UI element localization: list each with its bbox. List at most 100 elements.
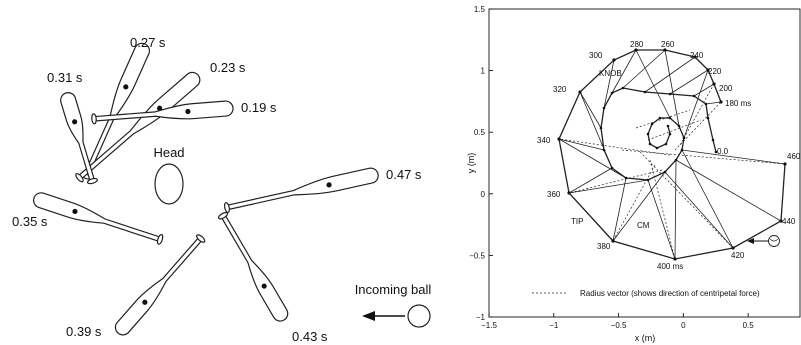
y-tick-label: 1 — [481, 67, 486, 76]
bat — [60, 92, 98, 185]
bat — [80, 42, 150, 180]
radius-vector — [612, 164, 656, 242]
x-tick-label: 0 — [681, 321, 686, 330]
tip-time-label: 280 — [630, 40, 644, 49]
tip-time-label: 420 — [731, 251, 745, 260]
tip-time-label: 300 — [589, 51, 603, 60]
tip-point — [719, 100, 723, 104]
knob-point — [682, 136, 686, 140]
bat — [217, 211, 289, 322]
incoming-ball-label: Incoming ball — [355, 282, 432, 297]
bat-position-line — [683, 69, 709, 139]
tip-time-label: 260 — [661, 40, 675, 49]
tip-time-label: 400 ms — [657, 262, 683, 271]
radius-vector — [647, 119, 702, 141]
bat — [75, 71, 201, 183]
bat-center-of-mass-dot — [185, 108, 191, 115]
knob-point — [668, 116, 672, 120]
bat-time-label: 0.43 s — [292, 329, 328, 344]
tip-time-label: 460 — [787, 152, 801, 161]
head-label: Head — [153, 145, 184, 160]
tip-point — [693, 55, 697, 59]
bat-position-line — [664, 49, 680, 127]
y-tick-label: 0 — [481, 190, 486, 199]
tip-and-knob-paths — [557, 48, 787, 261]
knob-label: KNOB — [599, 69, 622, 78]
tip-label: TIP — [571, 217, 583, 226]
tip-point — [634, 48, 638, 52]
tip-time-label: 320 — [553, 85, 567, 94]
tip-time-label: 200 — [719, 84, 733, 93]
tip-point — [731, 246, 735, 250]
bat-knob — [217, 211, 229, 220]
bat-time-label: 0.35 s — [12, 214, 48, 229]
bat-position-line — [568, 167, 613, 194]
tip-time-label: 440 — [782, 217, 796, 226]
knob-point — [666, 124, 670, 128]
bat-body — [77, 71, 201, 180]
bat — [33, 192, 164, 245]
bat-spokes — [558, 49, 786, 260]
knob-point — [677, 124, 681, 128]
y-tick-label: 0.5 — [474, 128, 486, 137]
bat-position-line — [674, 159, 677, 260]
tip-time-label: 340 — [537, 136, 551, 145]
knob-point — [599, 126, 603, 130]
bat-time-label: 0.39 s — [66, 324, 102, 339]
bat-knob — [91, 113, 97, 125]
bat-position-line — [675, 159, 782, 222]
bat-body — [220, 214, 289, 322]
knob-point — [602, 148, 606, 152]
radius-vector — [568, 169, 663, 194]
bat-knob — [86, 177, 98, 185]
incoming-ball-arrowhead — [362, 311, 375, 321]
tip-point — [783, 162, 787, 166]
radius-vector — [621, 149, 786, 165]
bat-position-line — [647, 179, 676, 260]
tip-point — [712, 82, 716, 86]
knob-point — [655, 146, 659, 150]
bat-position-line — [681, 149, 786, 165]
bat-time-label: 0.23 s — [210, 60, 246, 75]
tip-time-label: 220 — [708, 67, 722, 76]
tip-point — [612, 58, 616, 62]
tip-point — [567, 191, 571, 195]
bat-position-line — [612, 171, 666, 242]
bat-position-line — [622, 49, 666, 89]
bat-body — [33, 192, 161, 242]
radius-vector — [635, 109, 691, 129]
bat-body — [114, 236, 203, 336]
bat-position-line — [664, 171, 734, 249]
x-tick-label: 0.5 — [743, 321, 755, 330]
bat-center-of-mass-dot — [72, 208, 78, 215]
tip-point — [611, 239, 615, 243]
bat-position-line — [635, 49, 671, 119]
bat-position-line — [644, 56, 696, 93]
bat-center-of-mass-dot — [72, 119, 78, 125]
knob-point — [714, 150, 718, 154]
bat-position-line — [579, 91, 602, 129]
bat-position-line — [681, 149, 734, 249]
bat-position-line — [558, 138, 605, 151]
bat-knob — [196, 234, 206, 243]
radius-vector — [674, 101, 722, 151]
incoming-ball — [407, 304, 431, 328]
plot-ball-arrowhead — [747, 238, 754, 244]
knob-point — [674, 158, 678, 162]
knob-point — [692, 94, 696, 98]
knob-point — [646, 132, 650, 136]
cm-label: CM — [637, 221, 650, 230]
bat — [114, 234, 206, 336]
knob-point — [621, 86, 625, 90]
bat-time-label: 0.47 s — [386, 167, 422, 182]
knob-point — [668, 132, 672, 136]
bat-center-of-mass-dot — [326, 182, 332, 188]
bat-position-line — [669, 69, 709, 95]
x-tick-label: −1 — [549, 321, 559, 330]
head-outline — [154, 163, 184, 205]
x-tick-label: −1.5 — [481, 321, 497, 330]
bat — [91, 100, 234, 125]
y-tick-label: −1 — [476, 313, 486, 322]
